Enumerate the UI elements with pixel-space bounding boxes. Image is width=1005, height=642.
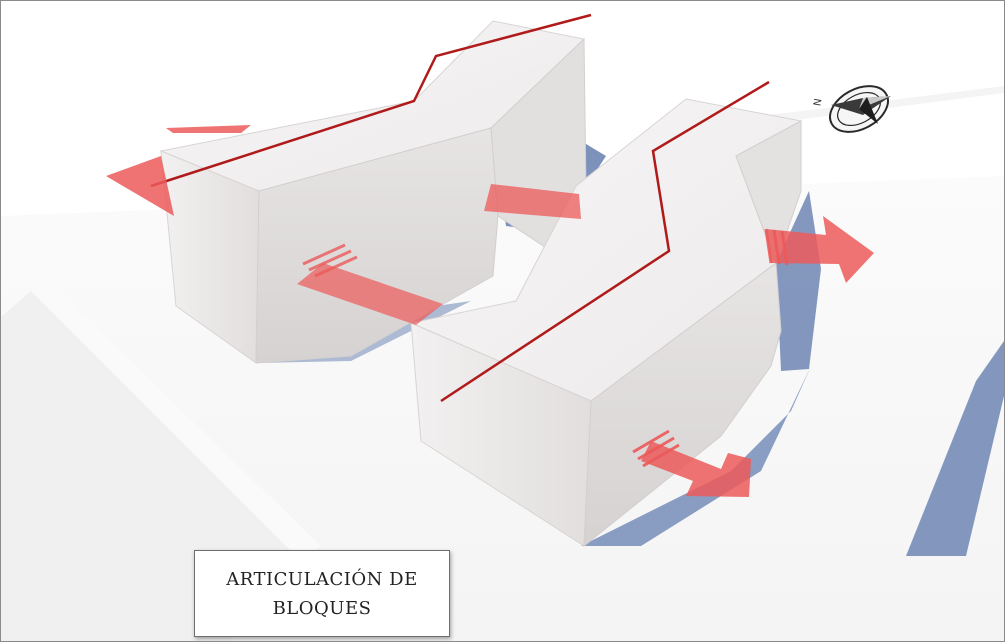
ridge-lines — [150, 13, 770, 403]
caption-line-1: ARTICULACIÓN DE — [226, 568, 418, 590]
ridge-line-front — [440, 80, 770, 403]
arrow-west — [106, 156, 174, 216]
caption-line-2: BLOQUES — [272, 597, 372, 619]
arrow-center-stripes — [302, 243, 358, 278]
arrow-northwest — [166, 125, 251, 133]
caption-box: ARTICULACIÓN DE BLOQUES — [194, 550, 450, 637]
arrow-east — [766, 216, 874, 283]
arrow-gap — [484, 184, 581, 219]
compass-icon: N — [812, 85, 891, 133]
block-front — [409, 98, 803, 548]
ridge-line-back — [150, 13, 592, 188]
flow-arrows — [106, 125, 874, 497]
arrow-center — [297, 263, 443, 325]
arrow-south-stripes — [632, 429, 680, 468]
arrow-south — [641, 441, 751, 497]
compass-north-label: N — [812, 98, 824, 107]
arrow-east-stripes — [764, 228, 789, 266]
